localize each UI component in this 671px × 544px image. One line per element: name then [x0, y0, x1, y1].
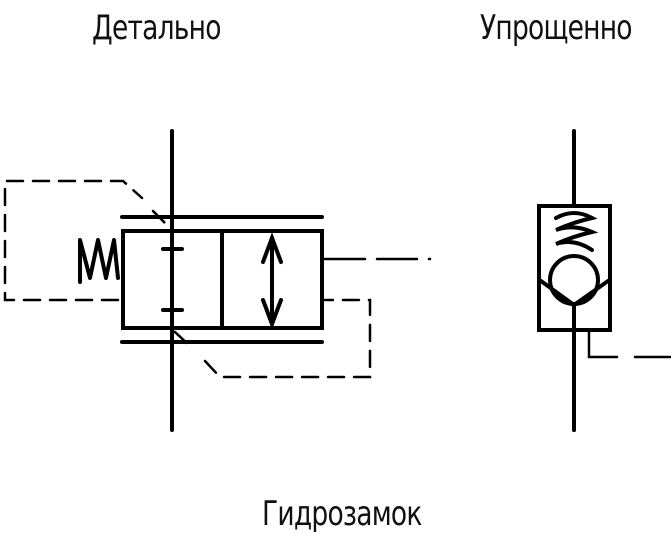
drain-line-right [587, 328, 619, 359]
simplified-title: Упрощенно [480, 8, 633, 48]
spring-icon [78, 238, 120, 284]
caption: Гидрозамок [262, 494, 422, 534]
detailed-symbol [3, 129, 432, 432]
double-arrow-icon [261, 232, 283, 330]
pilot-line-bottom [173, 298, 372, 379]
detailed-title: Детально [92, 8, 221, 48]
pilot-line-top [3, 179, 172, 302]
spring-icon [554, 211, 599, 252]
simplified-symbol [537, 129, 671, 432]
